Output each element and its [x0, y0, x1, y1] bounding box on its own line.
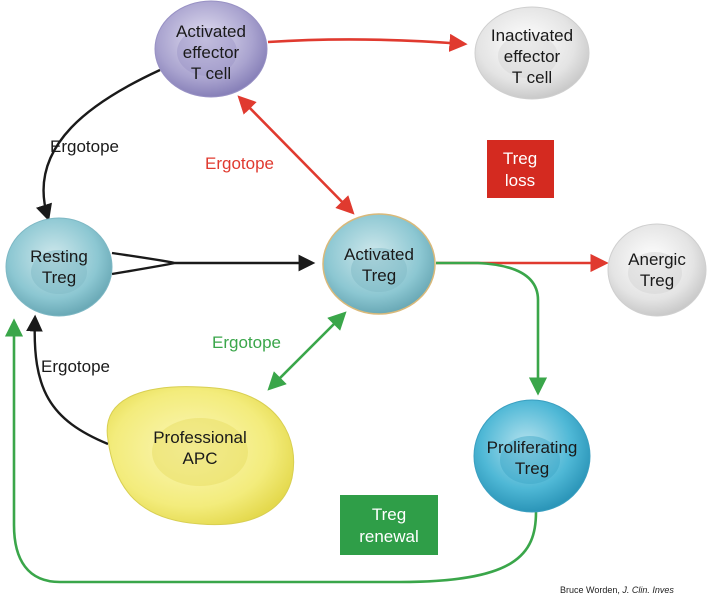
arrow-apc-activated-treg — [267, 311, 347, 391]
ergotope-label-apc-activated: Ergotope — [212, 333, 281, 352]
ergotope-label-apc-to-resting-text: Ergotope — [41, 357, 110, 376]
cell-label-line: Treg — [362, 266, 396, 285]
cell-label-line: effector — [183, 43, 240, 62]
arrow-effector-activated-treg — [237, 95, 355, 215]
cell-activated-treg: Activated Treg — [322, 213, 436, 315]
cell-label-line: T cell — [512, 68, 552, 87]
cell-label-line: Activated — [176, 22, 246, 41]
ergotope-label-effector-activated: Ergotope — [205, 154, 274, 173]
ergotope-label-effector-to-resting: Ergotope — [50, 137, 119, 156]
cell-professional-apc: Professional APC — [106, 386, 295, 526]
cell-label-line: Treg — [42, 268, 76, 287]
box-label-line: Treg — [372, 505, 406, 524]
arrow-resting-to-activated — [111, 253, 312, 274]
cell-label-line: Activated — [344, 245, 414, 264]
arrow-effector-inactivation — [267, 33, 468, 52]
arrow-effector-to-resting — [35, 68, 161, 222]
credit-journal: J. Clin. Inves — [622, 585, 674, 595]
cell-activated-effector-t-cell: Activated effector T cell — [154, 0, 268, 98]
treg-loss-box: Treg loss — [487, 140, 554, 198]
cell-label-line: Inactivated — [491, 26, 573, 45]
cell-label-line: Professional — [153, 428, 247, 447]
cell-inactivated-effector-t-cell: Inactivated effector T cell — [474, 6, 590, 100]
cell-label-line: Anergic — [628, 250, 686, 269]
arrow-renewal-loop — [4, 318, 538, 584]
cell-label-line: Proliferating — [487, 438, 578, 457]
arrow-activated-to-proliferating — [436, 261, 548, 396]
cell-label-line: T cell — [191, 64, 231, 83]
credit-author: Bruce Worden, — [560, 585, 623, 595]
cell-resting-treg: Resting Treg — [5, 217, 113, 317]
box-label-line: Treg — [503, 149, 537, 168]
cell-label-line: Treg — [640, 271, 674, 290]
treg-renewal-box: Treg renewal — [340, 495, 438, 555]
box-label-line: renewal — [359, 527, 419, 546]
cell-label-line: Treg — [515, 459, 549, 478]
cell-label-line: APC — [183, 449, 218, 468]
cell-label-line: Resting — [30, 247, 88, 266]
image-credit: Bruce Worden, J. Clin. Inves — [560, 585, 712, 595]
cell-anergic-treg: Anergic Treg — [607, 223, 707, 317]
arrow-apc-to-resting — [26, 314, 109, 446]
cell-proliferating-treg: Proliferating Treg — [473, 399, 591, 513]
box-label-line: loss — [505, 171, 535, 190]
cell-label-line: effector — [504, 47, 561, 66]
